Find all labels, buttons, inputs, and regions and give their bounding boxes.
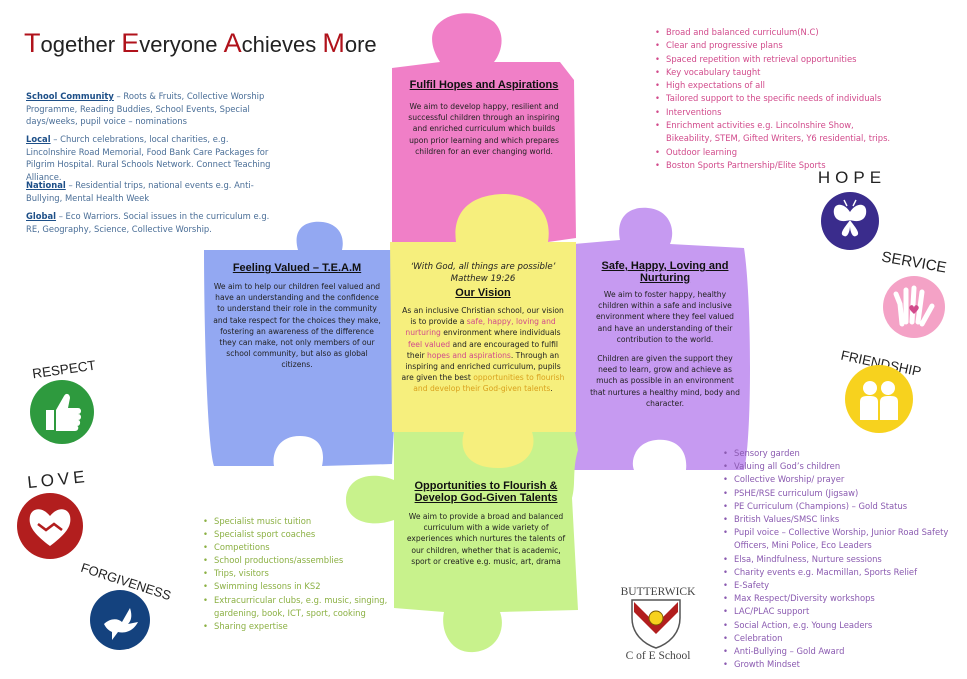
list-item: E-Safety (723, 579, 966, 592)
community-info-global: Global – Eco Warriors. Social issues in … (26, 211, 270, 234)
list-item: PE Curriculum (Champions) – Gold Status (723, 500, 966, 513)
piece-bottom-text: Opportunities to Flourish & Develop God-… (406, 480, 566, 567)
love-heart-hands-icon (17, 493, 83, 559)
piece-body: We aim to develop happy, resilient and s… (408, 102, 560, 156)
puzzle-piece-top (392, 13, 576, 242)
list-item: Collective Worship/ prayer (723, 473, 966, 486)
list-item: Key vocabulary taught (655, 66, 898, 80)
piece-right-text: Safe, Happy, Loving and Nurturing We aim… (590, 260, 740, 409)
list-item: Extracurricular clubs, e.g. music, singi… (203, 594, 419, 620)
piece-body: We aim to provide a broad and balanced c… (406, 512, 566, 566)
service-hand-icon (883, 276, 945, 338)
piece-body: We aim to foster happy, healthy children… (596, 290, 734, 344)
puzzle-piece-right (540, 207, 750, 470)
list-item: Trips, visitors (203, 567, 419, 580)
list-item: Enrichment activities e.g. Lincolnshire … (655, 119, 898, 146)
list-item: Sharing expertise (203, 620, 419, 633)
list-item: LAC/PLAC support (723, 605, 966, 618)
hope-butterfly-icon (821, 192, 879, 250)
forgiveness-dove-icon (90, 590, 150, 650)
respect-thumbs-up-icon (30, 380, 94, 444)
list-item: Specialist music tuition (203, 515, 419, 528)
piece-left-text: Feeling Valued – T.E.A.M We aim to help … (212, 262, 382, 371)
list-item: Clear and progressive plans (655, 39, 898, 53)
piece-heading: Fulfil Hopes and Aspirations (409, 79, 559, 91)
puzzle-piece-left (204, 221, 444, 466)
list-item: Celebration (723, 632, 966, 645)
list-item: Growth Mindset (723, 658, 966, 671)
community-info-local: Local – Church celebrations, local chari… (26, 134, 271, 182)
piece-top-text: Fulfil Hopes and Aspirations We aim to d… (406, 79, 562, 157)
piece-body: We aim to help our children feel valued … (213, 282, 381, 370)
community-info-school: School Community – Roots & Fruits, Colle… (26, 91, 265, 127)
list-item: School productions/assemblies (203, 554, 419, 567)
flourish-list: Specialist music tuition Specialist spor… (198, 515, 419, 633)
list-item: Social Action, e.g. Young Leaders (723, 619, 966, 632)
list-item: PSHE/RSE curriculum (Jigsaw) (723, 487, 966, 500)
hope-label: HOPE (817, 168, 887, 187)
piece-body: Children are given the support they need… (590, 354, 740, 408)
school-name-bottom: C of E School (625, 650, 691, 662)
list-item: Elsa, Mindfulness, Nurture sessions (723, 553, 966, 566)
list-item: Specialist sport coaches (203, 528, 419, 541)
page-title: Together Everyone Achieves More (24, 28, 377, 58)
list-item: Valuing all God’s children (723, 460, 966, 473)
list-item: Tailored support to the specific needs o… (655, 92, 898, 106)
list-item: Spaced repetition with retrieval opportu… (655, 53, 898, 67)
piece-center-text: ‘With God, all things are possible’ Matt… (398, 262, 568, 395)
list-item: Broad and balanced curriculum(N.C) (655, 26, 898, 40)
community-info-national: National – Residential trips, national e… (26, 180, 254, 203)
list-item: Boston Sports Partnership/Elite Sports (655, 159, 898, 173)
list-item: Pupil voice – Collective Worship, Junior… (723, 526, 966, 552)
list-item: Charity events e.g. Macmillan, Sports Re… (723, 566, 966, 579)
list-item: Max Respect/Diversity workshops (723, 592, 966, 605)
list-item: Anti-Bullying – Gold Award (723, 645, 966, 658)
school-crest-icon (631, 599, 681, 649)
list-item: Sensory garden (723, 447, 966, 460)
school-name-top: BUTTERWICK (620, 586, 696, 598)
list-item: Interventions (655, 106, 898, 120)
nurturing-list: Sensory garden Valuing all God’s childre… (718, 447, 966, 672)
list-item: British Values/SMSC links (723, 513, 966, 526)
vision-reference: Matthew 19:26 (450, 274, 516, 284)
friendship-icon (845, 365, 913, 433)
vision-body: As an inclusive Christian school, our vi… (401, 306, 565, 394)
vision-quote: ‘With God, all things are possible’ (410, 262, 556, 272)
vision-heading: Our Vision (455, 287, 511, 299)
piece-heading: Feeling Valued – T.E.A.M (232, 262, 362, 274)
list-item: High expectations of all (655, 79, 898, 93)
puzzle-piece-center (390, 194, 576, 468)
piece-heading: Opportunities to Flourish & Develop God-… (414, 480, 558, 504)
list-item: Swimming lessons in KS2 (203, 580, 419, 593)
list-item: Outdoor learning (655, 146, 898, 160)
piece-heading: Safe, Happy, Loving and Nurturing (601, 260, 729, 284)
hopes-aspirations-list: Broad and balanced curriculum(N.C) Clear… (650, 26, 898, 173)
list-item: Competitions (203, 541, 419, 554)
